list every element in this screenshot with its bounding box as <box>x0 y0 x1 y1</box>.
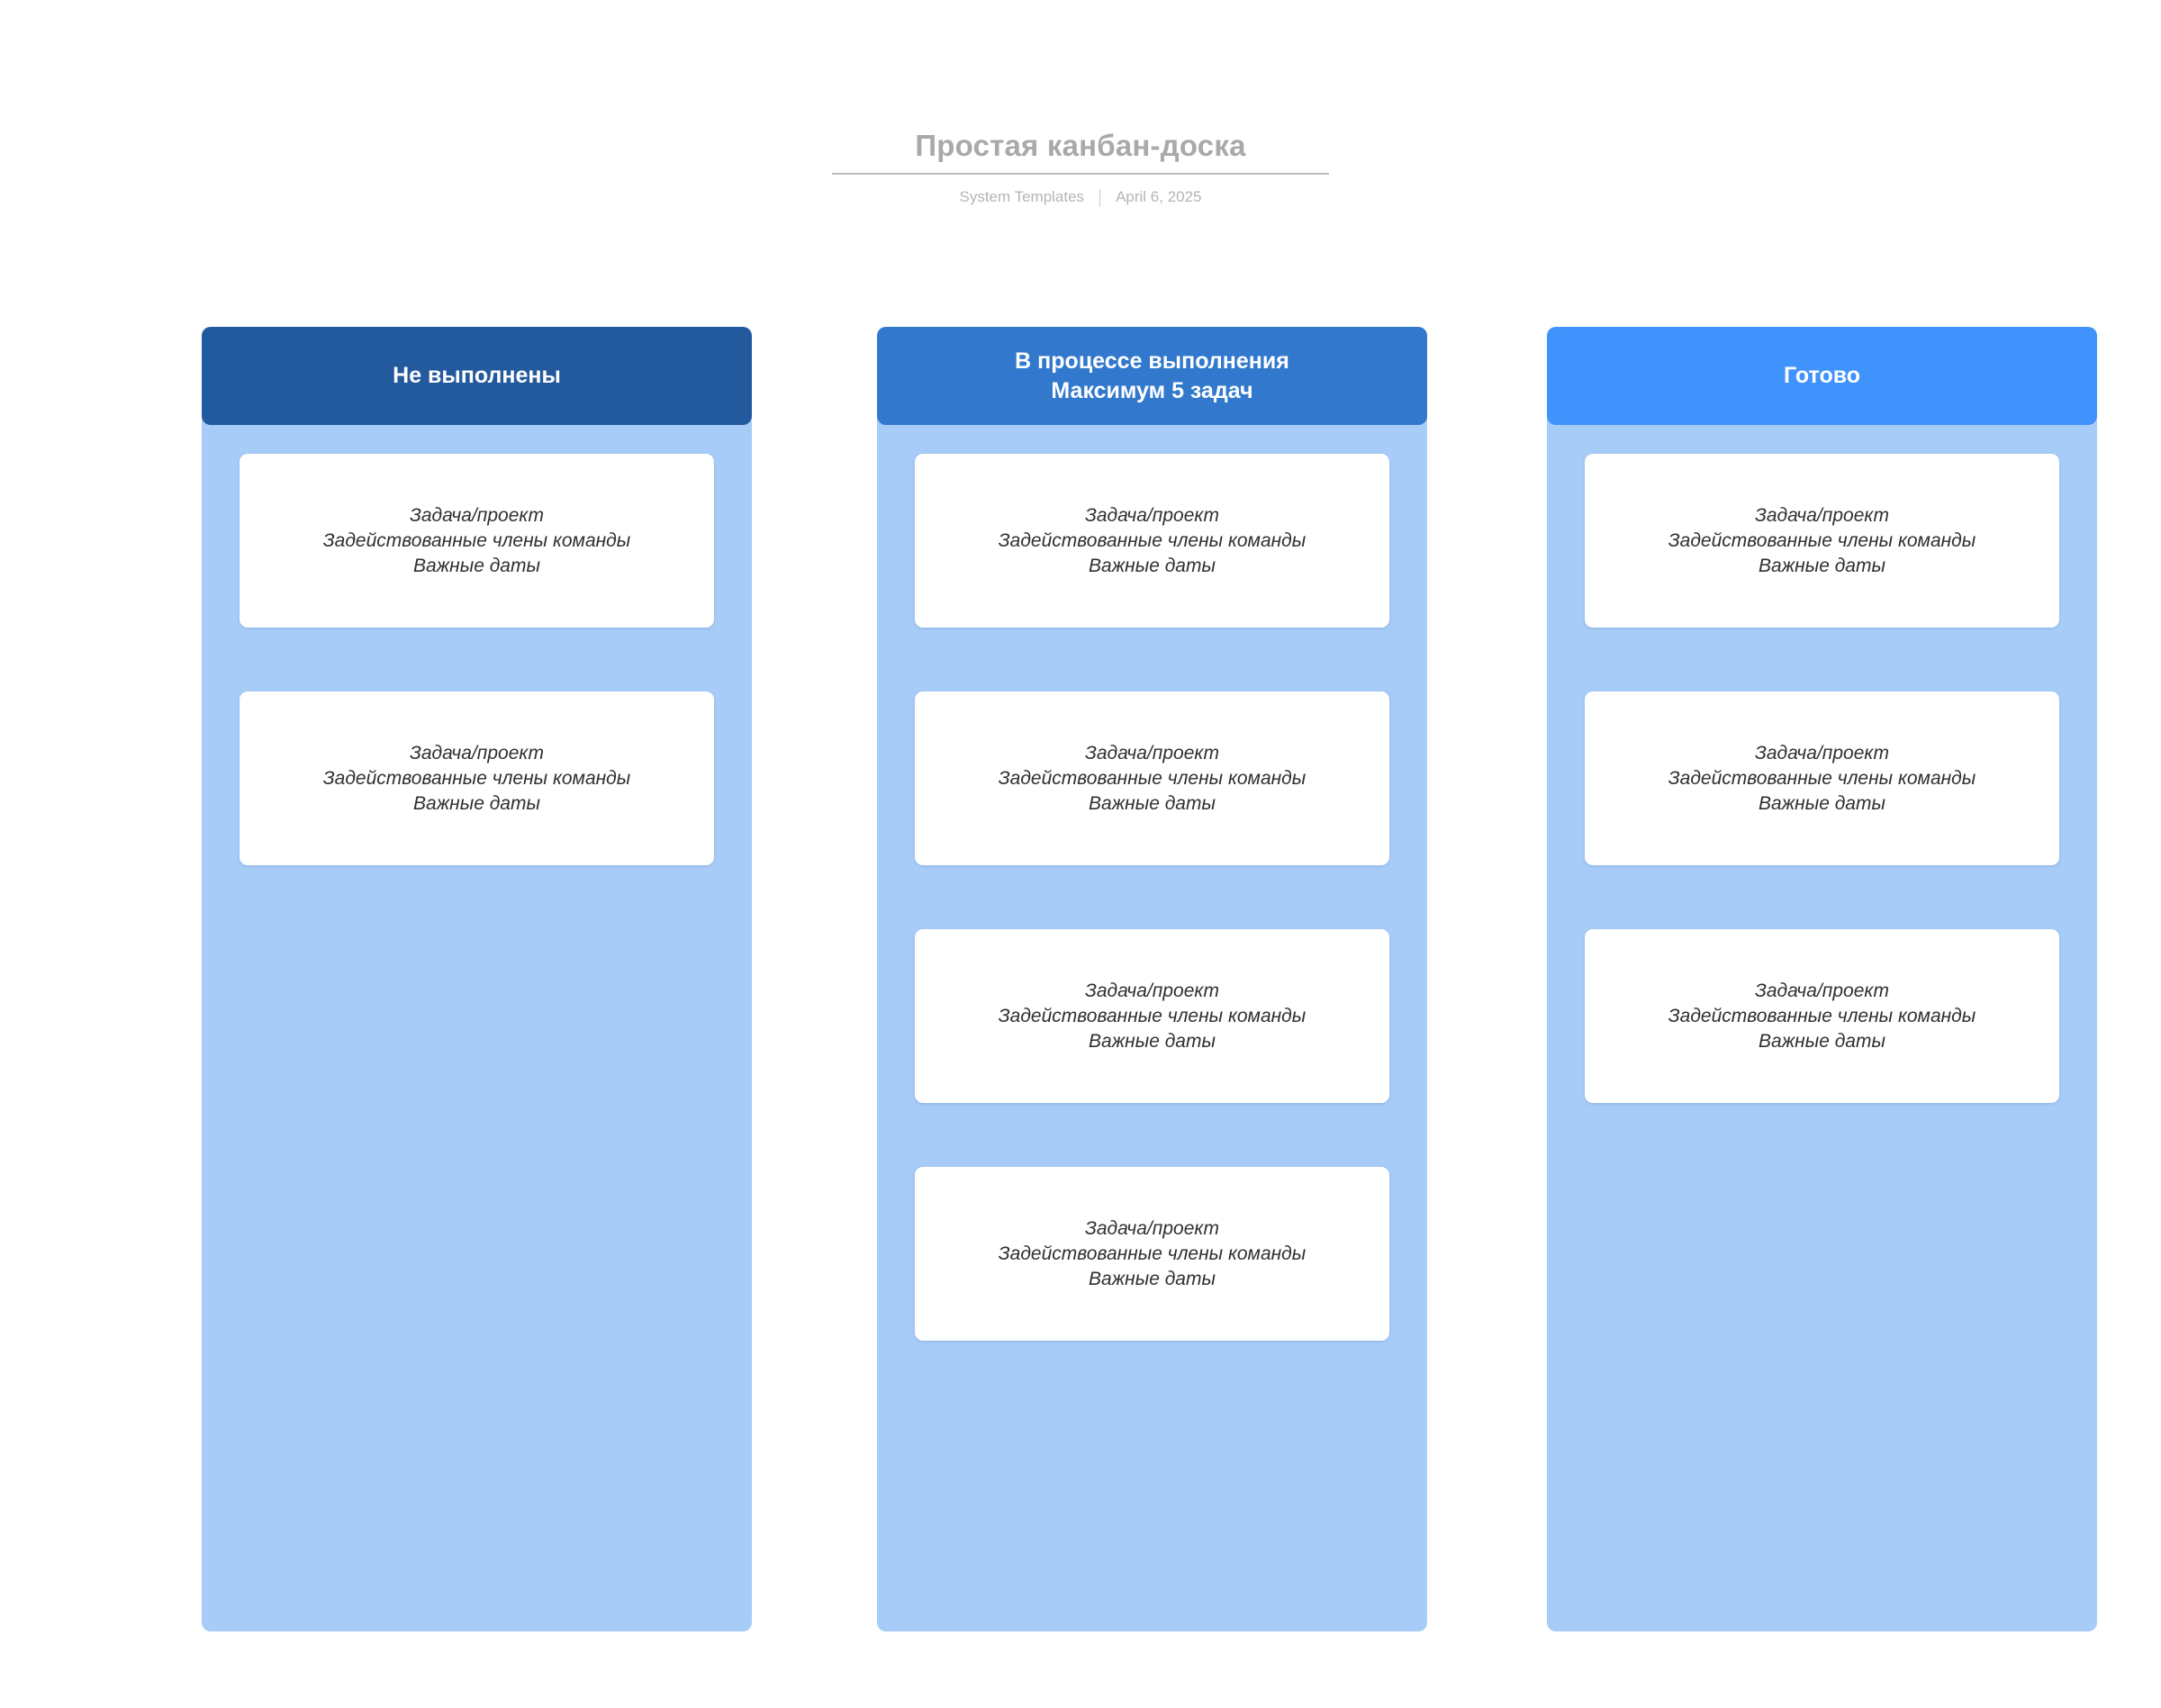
subtitle-source: System Templates <box>959 188 1085 205</box>
task-card[interactable]: Задача/проект Задействованные члены кома… <box>915 691 1389 865</box>
kanban-column-done[interactable]: Готово Задача/проект Задействованные чле… <box>1547 327 2097 1631</box>
task-card-text: Задача/проект Задействованные члены кома… <box>998 980 1307 1052</box>
document-subtitle: System Templates April 6, 2025 <box>0 187 2161 207</box>
subtitle-separator <box>1099 189 1101 207</box>
task-card-text: Задача/проект Задействованные члены кома… <box>1668 742 1976 814</box>
task-card[interactable]: Задача/проект Задействованные члены кома… <box>915 929 1389 1103</box>
page-title: Простая канбан-доска <box>915 129 1246 162</box>
title-divider <box>832 173 1329 175</box>
column-title-in-progress: В процессе выполнения Максимум 5 задач <box>1015 348 1289 403</box>
column-body-done[interactable]: Задача/проект Задействованные члены кома… <box>1547 425 2097 1631</box>
task-card[interactable]: Задача/проект Задействованные члены кома… <box>1585 691 2059 865</box>
task-card[interactable]: Задача/проект Задействованные члены кома… <box>240 454 714 628</box>
task-card[interactable]: Задача/проект Задействованные члены кома… <box>1585 929 2059 1103</box>
task-card[interactable]: Задача/проект Задействованные члены кома… <box>240 691 714 865</box>
column-header-done[interactable]: Готово <box>1547 327 2097 425</box>
column-title-done: Готово <box>1783 363 1861 388</box>
task-card-text: Задача/проект Задействованные члены кома… <box>322 504 631 576</box>
task-card[interactable]: Задача/проект Задействованные члены кома… <box>915 1167 1389 1341</box>
column-header-in-progress[interactable]: В процессе выполнения Максимум 5 задач <box>877 327 1427 425</box>
task-card-text: Задача/проект Задействованные члены кома… <box>998 1217 1307 1289</box>
task-card-text: Задача/проект Задействованные члены кома… <box>1668 980 1976 1052</box>
column-title-todo: Не выполнены <box>393 363 561 388</box>
kanban-column-in-progress[interactable]: В процессе выполнения Максимум 5 задач З… <box>877 327 1427 1631</box>
subtitle-date: April 6, 2025 <box>1116 188 1202 205</box>
task-card[interactable]: Задача/проект Задействованные члены кома… <box>1585 454 2059 628</box>
document-header: Простая канбан-доска System Templates Ap… <box>0 126 2161 207</box>
task-card-text: Задача/проект Задействованные члены кома… <box>998 742 1307 814</box>
task-card-text: Задача/проект Задействованные члены кома… <box>1668 504 1976 576</box>
task-card-text: Задача/проект Задействованные члены кома… <box>998 504 1307 576</box>
column-body-in-progress[interactable]: Задача/проект Задействованные члены кома… <box>877 425 1427 1631</box>
column-body-todo[interactable]: Задача/проект Задействованные члены кома… <box>202 425 752 1631</box>
column-header-todo[interactable]: Не выполнены <box>202 327 752 425</box>
kanban-column-todo[interactable]: Не выполнены Задача/проект Задействованн… <box>202 327 752 1631</box>
task-card-text: Задача/проект Задействованные члены кома… <box>322 742 631 814</box>
task-card[interactable]: Задача/проект Задействованные члены кома… <box>915 454 1389 628</box>
